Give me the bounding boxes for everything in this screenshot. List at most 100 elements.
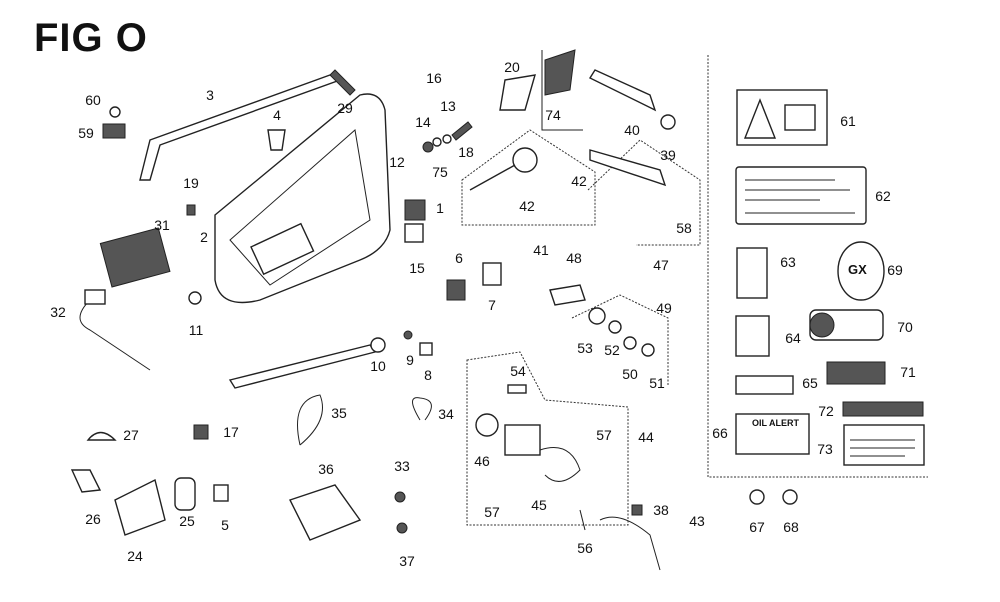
callout-14: 14	[415, 114, 431, 130]
part-35-band	[297, 394, 323, 446]
part-45	[539, 447, 581, 482]
part-19	[186, 204, 196, 216]
callout-60: 60	[85, 92, 101, 108]
callout-36: 36	[318, 461, 334, 477]
callout-27: 27	[123, 427, 139, 443]
callout-35: 35	[331, 405, 347, 421]
callout-9: 9	[406, 352, 414, 368]
callout-46: 46	[474, 453, 490, 469]
part-14	[422, 141, 434, 153]
callout-2: 2	[200, 229, 208, 245]
callout-45: 45	[531, 497, 547, 513]
callout-62: 62	[875, 188, 891, 204]
callout-7: 7	[488, 297, 496, 313]
decal-66	[735, 413, 810, 455]
part-43-cable	[599, 516, 661, 571]
callout-74: 74	[545, 107, 561, 123]
decal-64	[735, 315, 770, 357]
callout-56: 56	[577, 540, 593, 556]
part-33	[394, 491, 406, 503]
part-37	[396, 522, 408, 534]
decal-63	[736, 247, 768, 299]
callout-57b: 57	[484, 504, 500, 520]
callout-5: 5	[221, 517, 229, 533]
callout-10: 10	[370, 358, 386, 374]
callout-65: 65	[802, 375, 818, 391]
part-1	[404, 199, 426, 221]
part-15	[404, 223, 424, 243]
part-41-switch	[512, 147, 538, 173]
part-31-regulator	[99, 227, 171, 288]
callout-57a: 57	[596, 427, 612, 443]
callout-40: 40	[624, 122, 640, 138]
decal-69	[837, 241, 885, 301]
callout-29: 29	[337, 100, 353, 116]
callout-25: 25	[179, 513, 195, 529]
part-48	[549, 284, 586, 306]
part-5	[213, 484, 229, 502]
callout-53: 53	[577, 340, 593, 356]
callout-70: 70	[897, 319, 913, 335]
callout-19: 19	[183, 175, 199, 191]
part-32-harness	[79, 299, 151, 371]
part-6	[446, 279, 466, 301]
callout-17: 17	[223, 424, 239, 440]
part-18	[451, 121, 473, 141]
callout-44: 44	[638, 429, 654, 445]
part-74	[544, 49, 576, 96]
callout-41: 41	[533, 242, 549, 258]
part-34-clip	[412, 397, 432, 421]
callout-69: 69	[887, 262, 903, 278]
callout-20: 20	[504, 59, 520, 75]
part-27	[86, 431, 117, 441]
callout-58: 58	[676, 220, 692, 236]
callout-51: 51	[649, 375, 665, 391]
part-20-gasket	[499, 74, 536, 111]
callout-68: 68	[783, 519, 799, 535]
figure-title: FIG O	[34, 16, 148, 60]
part-2-control-panel	[214, 93, 391, 304]
callout-75: 75	[432, 164, 448, 180]
part-4	[267, 129, 286, 151]
callout-42b: 42	[519, 198, 535, 214]
callout-61: 61	[840, 113, 856, 129]
part-47-group	[587, 139, 701, 246]
callout-6: 6	[455, 250, 463, 266]
part-26	[70, 469, 102, 493]
part-9	[403, 330, 413, 340]
callout-72: 72	[818, 403, 834, 419]
callout-67: 67	[749, 519, 765, 535]
callout-66: 66	[712, 425, 728, 441]
part-44-box	[504, 424, 541, 456]
callout-63: 63	[780, 254, 796, 270]
part-67	[749, 489, 765, 505]
part-36	[289, 484, 362, 541]
callout-1: 1	[436, 200, 444, 216]
callout-31: 31	[154, 217, 170, 233]
part-29	[329, 69, 356, 96]
callout-43: 43	[689, 513, 705, 529]
callout-37: 37	[399, 553, 415, 569]
callout-13: 13	[440, 98, 456, 114]
part-41-group	[461, 129, 596, 226]
callout-52: 52	[604, 342, 620, 358]
part-56	[579, 509, 586, 531]
part-39	[660, 114, 676, 130]
decal-73	[843, 424, 925, 466]
part-44-group	[466, 351, 629, 526]
callout-38: 38	[653, 502, 669, 518]
callout-54: 54	[510, 363, 526, 379]
callout-59: 59	[78, 125, 94, 141]
part-68	[782, 489, 798, 505]
callout-24: 24	[127, 548, 143, 564]
callout-3: 3	[206, 87, 214, 103]
callout-42a: 42	[571, 173, 587, 189]
decal-62	[735, 166, 867, 225]
part-11	[188, 291, 202, 305]
part-17	[193, 424, 209, 440]
oil-alert-decal-text: OIL ALERT	[752, 418, 799, 428]
decal-group-border	[707, 55, 928, 478]
part-8	[419, 342, 433, 356]
